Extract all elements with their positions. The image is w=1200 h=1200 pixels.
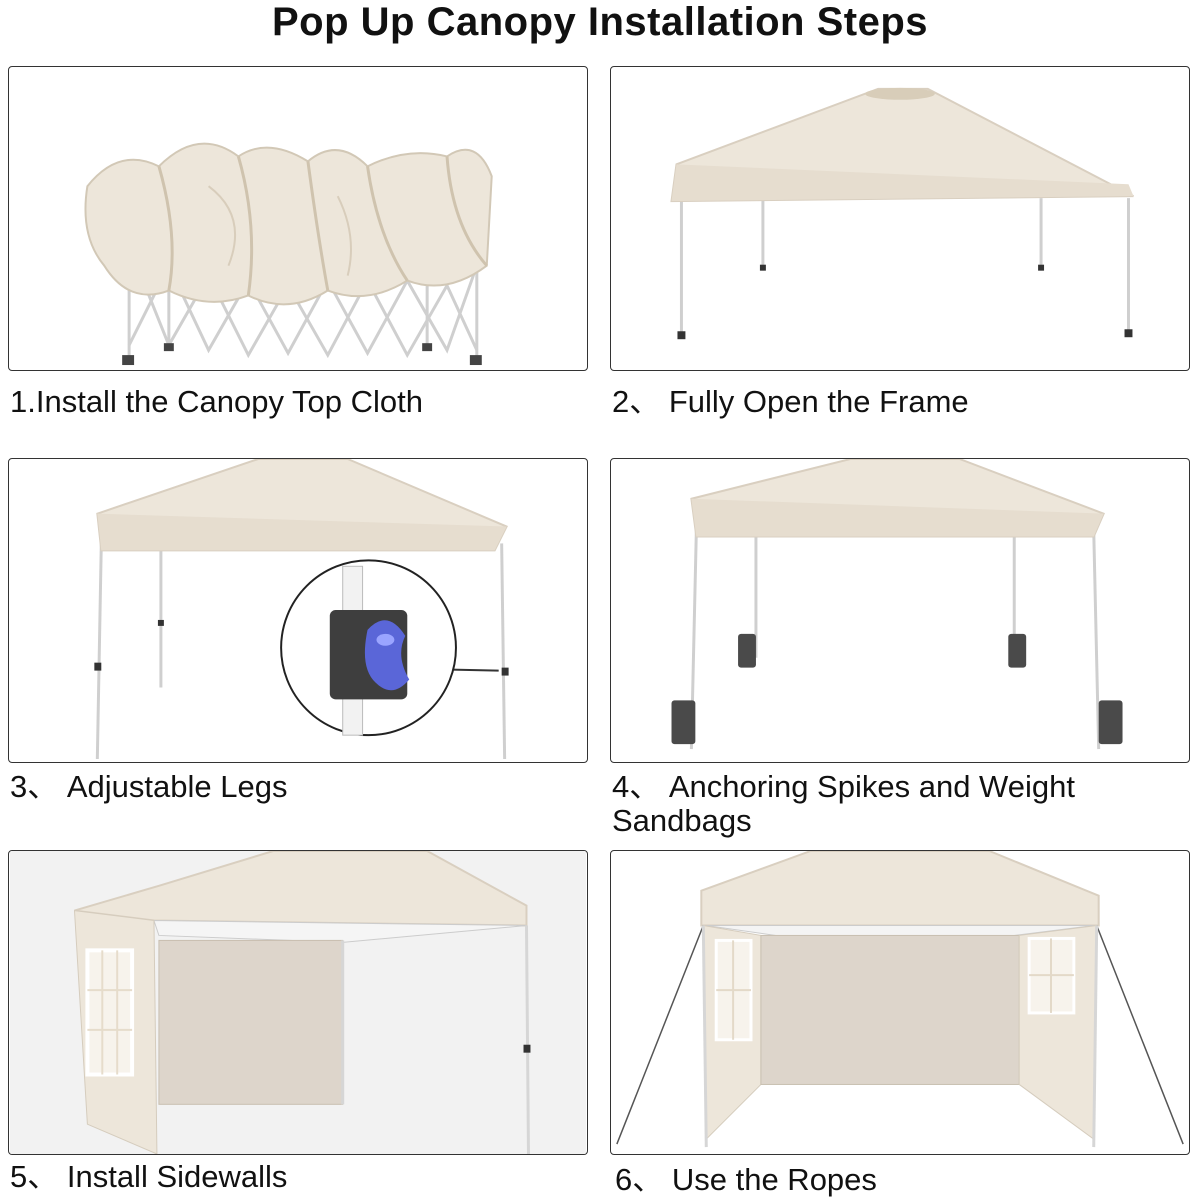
canopy-with-leg-clip-detail-image — [94, 459, 509, 760]
page-title: Pop Up Canopy Installation Steps — [271, 0, 929, 44]
step-6-image — [610, 850, 1190, 1155]
canopy-with-sidewalls-image — [9, 851, 587, 1154]
open-canopy-image — [670, 87, 1134, 340]
folded-canopy-frame-image — [84, 142, 493, 366]
step-1-caption: 1.Install the Canopy Top Cloth — [10, 384, 424, 419]
step-5-caption: 5、 Install Sidewalls — [10, 1159, 288, 1194]
step-4-caption: 4、 Anchoring Spikes and Weight Sandbags — [612, 769, 1075, 838]
step-2-image — [610, 66, 1190, 371]
canopy-with-ropes-image — [616, 851, 1184, 1148]
step-3-caption: 3、 Adjustable Legs — [10, 769, 288, 804]
step-4-image — [610, 458, 1190, 763]
step-3-image — [8, 458, 588, 763]
canopy-with-sandbags-image — [671, 459, 1123, 750]
step-2-caption: 2、 Fully Open the Frame — [612, 384, 969, 419]
step-1-image — [8, 66, 588, 371]
step-6-caption: 6、 Use the Ropes — [615, 1162, 877, 1197]
step-5-image — [8, 850, 588, 1155]
